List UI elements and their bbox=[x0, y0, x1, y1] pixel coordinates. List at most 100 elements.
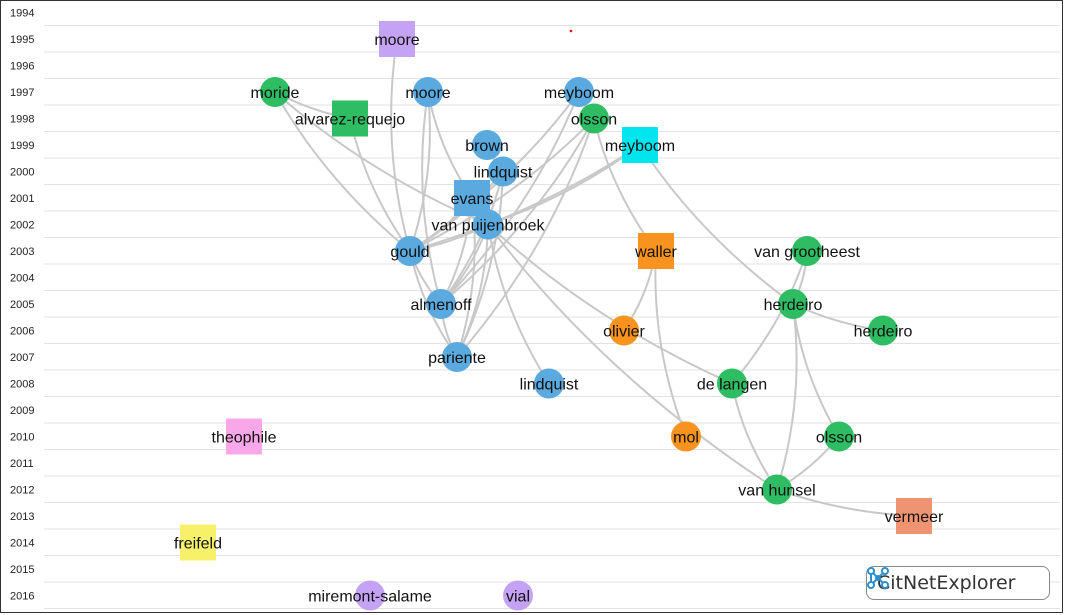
publication-node-vermeer2013[interactable]: vermeer bbox=[885, 498, 944, 534]
year-label: 2011 bbox=[10, 458, 34, 470]
node-label: olsson bbox=[816, 430, 862, 447]
citation-edge bbox=[487, 224, 550, 385]
year-label: 2004 bbox=[10, 273, 34, 285]
node-circle[interactable] bbox=[609, 315, 639, 346]
stray-dot bbox=[569, 29, 573, 33]
node-circle[interactable] bbox=[413, 77, 443, 107]
year-label: 1995 bbox=[10, 34, 34, 46]
citation-edge bbox=[776, 303, 798, 490]
network-icon bbox=[867, 567, 889, 589]
node-circle[interactable] bbox=[395, 236, 425, 266]
logo-text: CitNetExplorer bbox=[877, 572, 1016, 594]
node-square[interactable] bbox=[896, 498, 932, 534]
year-label: 2001 bbox=[10, 193, 34, 205]
publication-node-moore1997[interactable]: moore bbox=[405, 77, 451, 107]
publication-node-miremont2016[interactable]: miremont-salame bbox=[308, 580, 432, 611]
node-circle[interactable] bbox=[534, 368, 564, 399]
node-square[interactable] bbox=[180, 524, 216, 561]
node-label: evans bbox=[451, 191, 494, 208]
citation-edge bbox=[639, 144, 794, 305]
publication-node-vangrootheest2003[interactable]: van grootheest bbox=[754, 236, 860, 266]
node-circle[interactable] bbox=[564, 77, 594, 107]
node-circle[interactable] bbox=[426, 289, 456, 319]
node-label: freifeld bbox=[174, 536, 222, 553]
node-circle[interactable] bbox=[778, 289, 808, 319]
node-circle[interactable] bbox=[503, 580, 533, 611]
node-circle[interactable] bbox=[868, 315, 898, 346]
year-label: 2009 bbox=[10, 405, 34, 417]
citation-edge bbox=[440, 118, 595, 305]
publication-node-brown1999[interactable]: brown bbox=[465, 130, 509, 160]
node-label: pariente bbox=[428, 350, 486, 367]
node-circle[interactable] bbox=[355, 580, 385, 611]
node-label: brown bbox=[465, 138, 509, 155]
year-label: 2005 bbox=[10, 299, 34, 311]
node-circle[interactable] bbox=[260, 77, 290, 107]
node-circle[interactable] bbox=[824, 421, 854, 452]
node-label: de langen bbox=[697, 377, 767, 394]
year-label: 2006 bbox=[10, 326, 34, 338]
publication-node-herdeiro2005[interactable]: herdeiro bbox=[764, 289, 823, 319]
node-label: moride bbox=[251, 85, 300, 102]
publication-node-vanpuijenbroek2002[interactable]: van puijenbroek bbox=[432, 209, 546, 240]
citation-edge bbox=[409, 144, 641, 252]
publication-node-theophile2010[interactable]: theophile bbox=[212, 418, 277, 455]
node-circle[interactable] bbox=[792, 236, 822, 266]
publication-node-almenoff2005[interactable]: almenoff bbox=[410, 289, 472, 319]
publication-node-lindquist2000[interactable]: lindquist bbox=[474, 156, 533, 187]
node-square[interactable] bbox=[332, 100, 368, 137]
node-circle[interactable] bbox=[473, 209, 503, 240]
publication-node-pariente2007[interactable]: pariente bbox=[428, 342, 486, 372]
citation-edge bbox=[390, 38, 411, 252]
node-circle[interactable] bbox=[442, 342, 472, 372]
publication-node-alvarez1998[interactable]: alvarez-requejo bbox=[295, 100, 405, 137]
publication-node-olivier2006[interactable]: olivier bbox=[603, 315, 646, 346]
citation-edge bbox=[487, 223, 733, 385]
year-label: 2013 bbox=[10, 511, 34, 523]
node-circle[interactable] bbox=[579, 103, 609, 134]
year-axis: 1994199519961997199819992000200120022003… bbox=[10, 8, 1060, 609]
publication-node-vanhunsel2012[interactable]: van hunsel bbox=[738, 474, 816, 505]
node-label: mol bbox=[673, 430, 699, 447]
publication-node-waller2003[interactable]: waller bbox=[634, 233, 678, 269]
node-square[interactable] bbox=[379, 21, 415, 57]
year-label: 1999 bbox=[10, 140, 34, 152]
node-label: gould bbox=[390, 244, 429, 261]
node-circle[interactable] bbox=[762, 474, 792, 505]
node-circle[interactable] bbox=[472, 130, 502, 160]
publication-node-gould2003[interactable]: gould bbox=[390, 236, 430, 266]
node-square[interactable] bbox=[622, 127, 658, 163]
publication-node-evans2001[interactable]: evans bbox=[451, 180, 494, 216]
publication-node-vial2016[interactable]: vial bbox=[503, 580, 533, 611]
node-label: waller bbox=[634, 244, 677, 261]
node-square[interactable] bbox=[226, 418, 262, 455]
node-label: herdeiro bbox=[854, 324, 913, 341]
publication-node-moore1995[interactable]: moore bbox=[374, 21, 420, 57]
node-circle[interactable] bbox=[488, 156, 518, 187]
year-label: 2003 bbox=[10, 246, 34, 258]
node-label: olsson bbox=[571, 112, 617, 129]
node-circle[interactable] bbox=[671, 421, 701, 452]
publication-node-meyboom1999[interactable]: meyboom bbox=[605, 127, 675, 163]
year-label: 1996 bbox=[10, 61, 34, 73]
year-label: 2002 bbox=[10, 220, 34, 232]
publication-node-olsson2010[interactable]: olsson bbox=[816, 421, 862, 452]
publication-node-meyboom1997[interactable]: meyboom bbox=[544, 77, 614, 107]
citation-edge bbox=[456, 197, 476, 358]
node-label: alvarez-requejo bbox=[295, 112, 405, 129]
year-label: 2008 bbox=[10, 379, 34, 391]
citation-edge bbox=[409, 117, 595, 252]
node-square[interactable] bbox=[638, 233, 674, 269]
publication-node-mol2010[interactable]: mol bbox=[671, 421, 701, 452]
node-square[interactable] bbox=[454, 180, 490, 216]
publication-node-delangen2008[interactable]: de langen bbox=[697, 368, 767, 399]
publication-node-freifeld2014[interactable]: freifeld bbox=[174, 524, 222, 561]
publication-node-moride1997[interactable]: moride bbox=[251, 77, 300, 107]
node-circle[interactable] bbox=[717, 368, 747, 399]
publication-node-olsson1998[interactable]: olsson bbox=[571, 103, 617, 134]
publication-node-lindquist2008[interactable]: lindquist bbox=[520, 368, 579, 399]
citation-edge bbox=[654, 250, 687, 437]
publication-node-herdeiro2006[interactable]: herdeiro bbox=[854, 315, 913, 346]
year-label: 1998 bbox=[10, 114, 34, 126]
